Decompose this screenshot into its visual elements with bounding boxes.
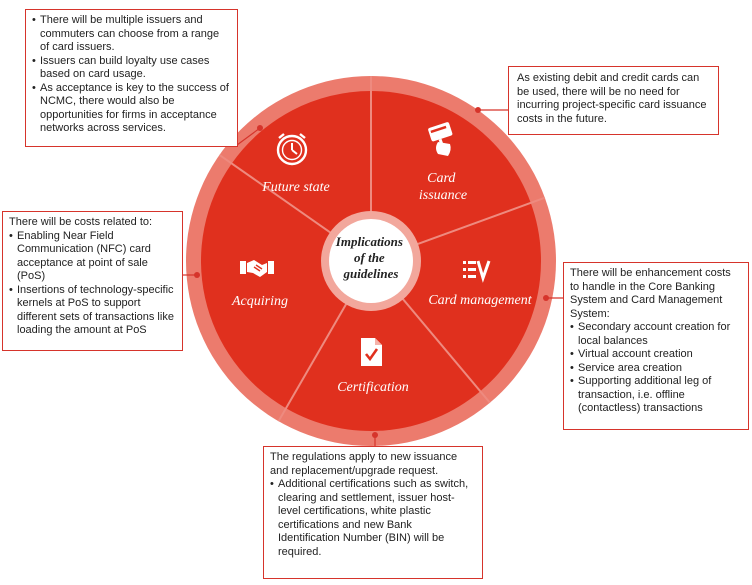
callout-item: Virtual account creation: [570, 348, 742, 362]
callout-item: Insertions of technology-specific kernel…: [9, 284, 176, 338]
leader-dot-acquiring: [194, 272, 200, 278]
callout-item: As acceptance is key to the success of N…: [32, 82, 231, 136]
segment-label-card-management: Card management: [428, 293, 532, 308]
callout-intro: There will be costs related to:: [9, 216, 153, 228]
center-circle: [329, 219, 413, 303]
callout-item: Enabling Near Field Communication (NFC) …: [9, 230, 176, 284]
callout-card-management: There will be enhancement costs to handl…: [563, 262, 749, 430]
leader-dot-future-state: [257, 125, 263, 131]
segment-label-future-state: Future state: [261, 180, 330, 195]
callout-intro: The regulations apply to new issuance an…: [270, 451, 458, 477]
segment-acquiring: [200, 163, 371, 409]
card-hand-icon: [428, 122, 453, 156]
segment-label-certification: Certification: [337, 380, 409, 395]
segment-future-state: [231, 91, 371, 261]
callout-item: There will be multiple issuers and commu…: [32, 14, 231, 55]
document-check-icon: [361, 338, 382, 366]
callout-acquiring: There will be costs related to: Enabling…: [2, 211, 183, 351]
leader-dot-card-issuance: [475, 107, 481, 113]
leader-future-state: [236, 127, 261, 146]
callout-item: Service area creation: [570, 362, 742, 376]
callout-intro: There will be enhancement costs to handl…: [570, 267, 731, 320]
clock-icon: [276, 133, 308, 166]
leader-dot-card-management: [543, 295, 549, 301]
callout-certification: The regulations apply to new issuance an…: [263, 446, 483, 579]
callout-item: Issuers can build loyalty use cases base…: [32, 55, 231, 82]
callout-future-state: There will be multiple issuers and commu…: [25, 9, 238, 147]
callout-item: Supporting additional leg of transaction…: [570, 375, 742, 416]
segment-label-acquiring: Acquiring: [231, 294, 288, 309]
callout-card-issuance: As existing debit and credit cards can b…: [508, 66, 719, 135]
center-label: Implications of the guidelines: [335, 234, 406, 281]
callout-text: As existing debit and credit cards can b…: [517, 72, 707, 125]
segment-label-card-issuance: Card issuance: [419, 171, 467, 203]
callout-item: Secondary account creation for local bal…: [570, 321, 742, 348]
segment-card-issuance: [371, 91, 531, 261]
list-card-icon: [463, 260, 491, 283]
handshake-icon: [240, 260, 274, 277]
segment-certification: [286, 261, 481, 431]
leader-dot-certification: [372, 432, 378, 438]
callout-item: Additional certifications such as switch…: [270, 478, 476, 559]
